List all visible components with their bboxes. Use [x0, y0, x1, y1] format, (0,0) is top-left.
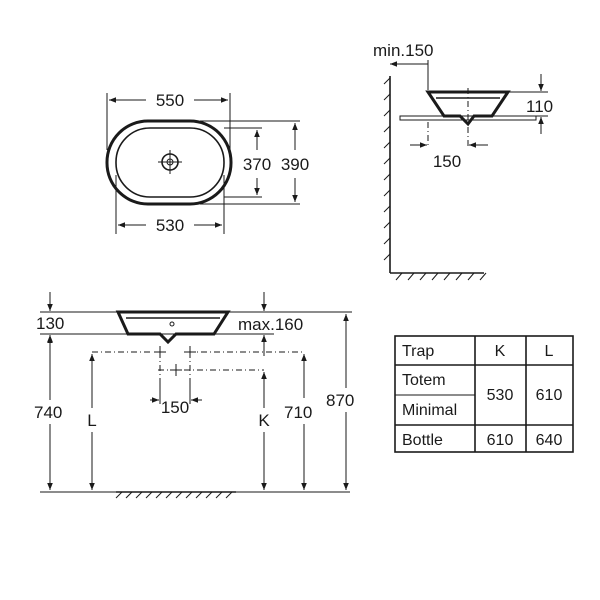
- dim-depth-outer: 390: [281, 155, 309, 174]
- dim-width-inner: 530: [156, 216, 184, 235]
- table-header-trap: Trap: [402, 343, 434, 360]
- dim-label-L: L: [87, 411, 96, 430]
- dim-height-710: 710: [284, 403, 312, 422]
- wall-hatch: [383, 77, 391, 261]
- dim-basin-height: 130: [36, 314, 64, 333]
- table-row-minimal: Minimal: [402, 402, 457, 419]
- supply-marker-icon: [170, 364, 182, 376]
- dim-side-offset: 150: [433, 152, 461, 171]
- top-view: 550 530 370 390: [105, 91, 309, 235]
- side-view: min.150 110 150: [373, 41, 553, 281]
- dim-depth-inner: 370: [243, 155, 271, 174]
- basin-outer-outline: [105, 119, 233, 206]
- dim-label-K: K: [258, 411, 270, 430]
- dim-waste-offset: 150: [161, 398, 189, 417]
- dim-width-outer: 550: [156, 91, 184, 110]
- basin-front-profile: [115, 310, 231, 345]
- table-cell-totem-k: 530: [487, 387, 514, 404]
- trap-table: Trap K L Totem Minimal 530 610 Bottle 61…: [394, 335, 574, 453]
- dim-min-wall: min.150: [373, 41, 433, 60]
- dim-height-740: 740: [34, 403, 62, 422]
- dim-height-870: 870: [326, 391, 354, 410]
- dim-side-height: 110: [526, 97, 553, 116]
- table-header-k: K: [495, 343, 506, 360]
- waste-marker-icon: [154, 346, 196, 358]
- basin-side-profile: [425, 90, 511, 127]
- dim-max-top: max.160: [238, 315, 303, 334]
- table-row-bottle: Bottle: [402, 432, 443, 449]
- table-cell-totem-l: 610: [536, 387, 563, 404]
- table-cell-bottle-l: 640: [536, 432, 563, 449]
- front-view: 130 max.160 740 L 150 K 710: [34, 292, 354, 499]
- table-cell-bottle-k: 610: [487, 432, 514, 449]
- basin-inner-outline: [115, 127, 225, 198]
- table-row-totem: Totem: [402, 372, 446, 389]
- table-header-l: L: [545, 343, 554, 360]
